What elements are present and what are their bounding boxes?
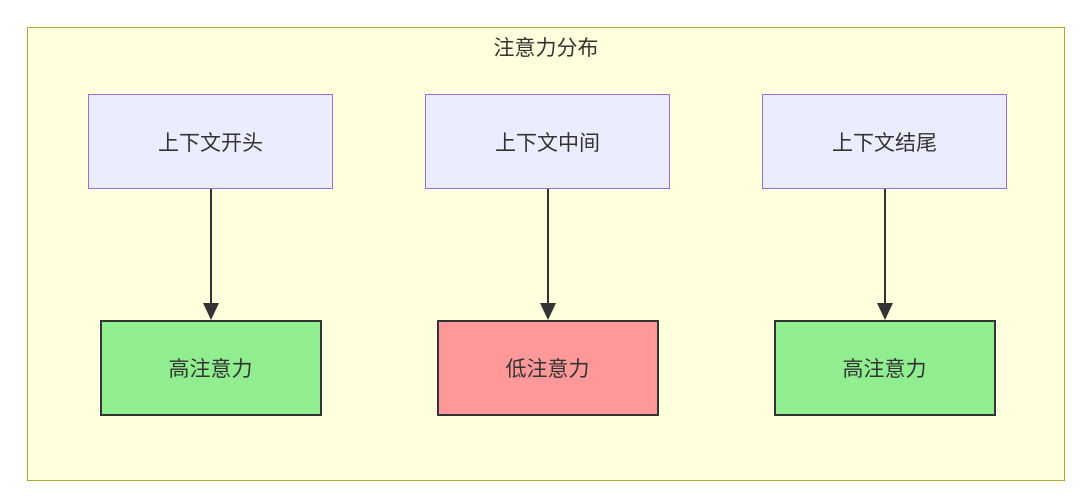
arrow-down (201, 189, 221, 320)
arrow-shaft (883, 189, 886, 303)
arrow-shaft (209, 189, 212, 303)
arrow-down (875, 189, 895, 320)
flow-column-context-start: 上下文开头 高注意力 (88, 94, 333, 416)
arrowhead-icon (876, 303, 893, 320)
node-high-attention: 高注意力 (773, 320, 996, 416)
node-low-attention: 低注意力 (436, 320, 659, 416)
arrow-down (538, 189, 558, 320)
attention-distribution-group: 注意力分布 上下文开头 高注意力 上下文中间 低注意力 上下文结尾 (27, 27, 1065, 481)
flow-column-context-end: 上下文结尾 高注意力 (762, 94, 1007, 416)
arrowhead-icon (539, 303, 556, 320)
diagram-title: 注意力分布 (493, 37, 599, 60)
arrowhead-icon (202, 303, 219, 320)
node-context-end: 上下文结尾 (762, 94, 1007, 189)
node-high-attention: 高注意力 (99, 320, 322, 416)
flow-column-context-middle: 上下文中间 低注意力 (425, 94, 670, 416)
arrow-shaft (546, 189, 549, 303)
node-context-start: 上下文开头 (88, 94, 333, 189)
node-context-middle: 上下文中间 (425, 94, 670, 189)
